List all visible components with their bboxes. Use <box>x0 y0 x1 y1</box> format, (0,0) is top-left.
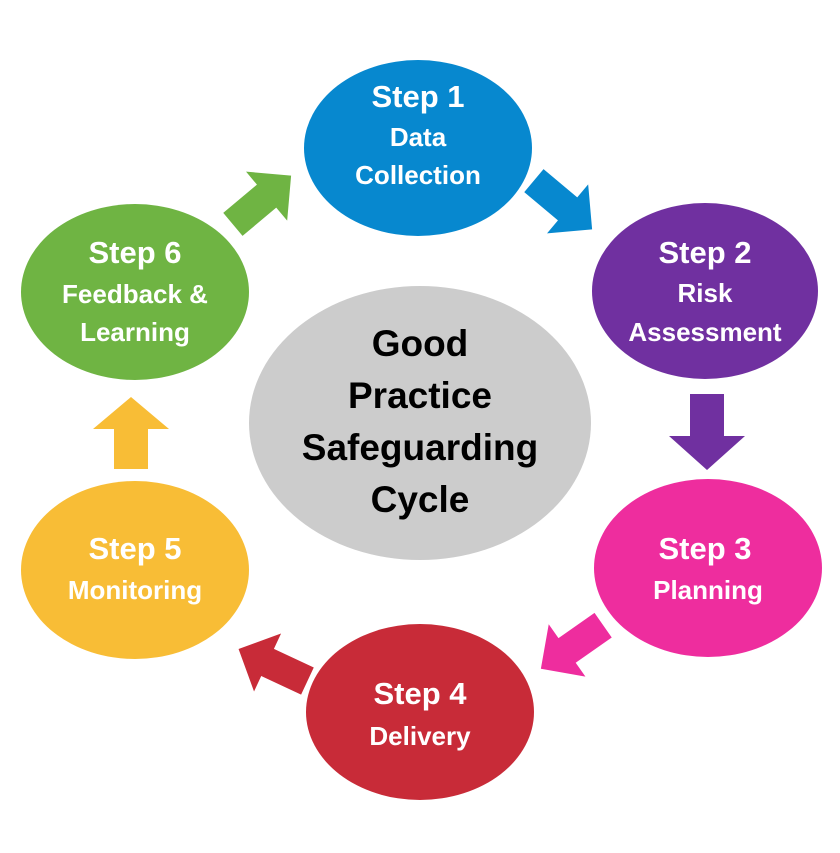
center-line-3: Safeguarding <box>302 427 538 468</box>
center-line-2: Practice <box>348 375 492 416</box>
step-2-label-line-1: Risk <box>678 278 733 308</box>
step-3-ellipse <box>594 479 822 657</box>
arrow-step5-to-step6 <box>93 397 169 469</box>
step-1-node: Step 1 Data Collection <box>304 60 532 236</box>
step-1-ellipse <box>304 60 532 236</box>
arrow-step3-to-step4 <box>540 612 612 677</box>
step-5-ellipse <box>21 481 249 659</box>
step-1-title: Step 1 <box>371 79 464 114</box>
step-1-label-line-2: Collection <box>355 160 481 190</box>
step-5-title: Step 5 <box>88 531 181 566</box>
step-5-label-line-1: Monitoring <box>68 575 202 605</box>
step-4-label-line-1: Delivery <box>369 721 471 751</box>
center-node: Good Practice Safeguarding Cycle <box>249 286 591 560</box>
step-1-label-line-1: Data <box>390 122 447 152</box>
step-4-ellipse <box>306 624 534 800</box>
step-6-node: Step 6 Feedback & Learning <box>21 204 249 380</box>
step-2-label-line-2: Assessment <box>628 317 782 347</box>
step-3-label-line-1: Planning <box>653 575 763 605</box>
arrow-step4-to-step5 <box>238 633 314 695</box>
center-line-1: Good <box>372 323 469 364</box>
step-2-node: Step 2 Risk Assessment <box>592 203 818 379</box>
arrow-step6-to-step1 <box>223 171 292 236</box>
step-4-node: Step 4 Delivery <box>306 624 534 800</box>
step-5-node: Step 5 Monitoring <box>21 481 249 659</box>
step-3-node: Step 3 Planning <box>594 479 822 657</box>
step-6-title: Step 6 <box>88 235 181 270</box>
arrow-step1-to-step2 <box>524 169 593 234</box>
step-4-title: Step 4 <box>373 676 467 711</box>
step-3-title: Step 3 <box>658 531 751 566</box>
center-ellipse <box>249 286 591 560</box>
step-6-label-line-1: Feedback & <box>62 279 208 309</box>
step-2-title: Step 2 <box>658 235 751 270</box>
arrow-step2-to-step3 <box>669 394 745 470</box>
step-6-ellipse <box>21 204 249 380</box>
step-6-label-line-2: Learning <box>80 317 190 347</box>
step-2-ellipse <box>592 203 818 379</box>
center-line-4: Cycle <box>371 479 470 520</box>
